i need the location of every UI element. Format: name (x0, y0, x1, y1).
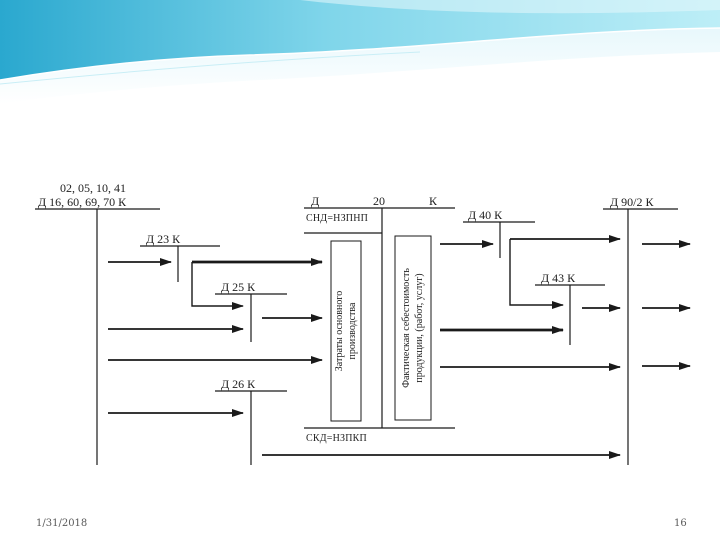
production-costs-line2: производства (347, 302, 358, 360)
footer-page-number: 16 (674, 518, 687, 529)
footer-date: 1/31/2018 (36, 518, 88, 529)
actual-cost-line2: продукции, (работ, услуг) (414, 273, 425, 383)
account-25-label: Д 25 К (221, 280, 256, 294)
account-20-credit: К (429, 194, 438, 208)
account-02-label: Д 16, 60, 69, 70 К (38, 195, 127, 209)
arrow-40-to-43 (509, 239, 564, 309)
actual-cost-box (394, 235, 432, 421)
account-02-numbers: 02, 05, 10, 41 (60, 181, 126, 195)
account-20-number: 20 (373, 194, 385, 208)
arrow-23-to-25 (191, 262, 244, 310)
actual-cost-label: Фактическая себестоимость продукции, (ра… (400, 236, 426, 420)
account-40-label: Д 40 К (468, 208, 503, 222)
account-43-label: Д 43 К (541, 271, 576, 285)
production-costs-line1: Затраты основного (334, 290, 345, 372)
production-costs-box (330, 240, 362, 422)
header-wave-banner (0, 0, 720, 104)
account-23-label: Д 23 К (146, 232, 181, 246)
closing-balance-label: СКД=НЗПКП (306, 433, 367, 444)
opening-balance-label: СНД=НЗПНП (306, 213, 369, 224)
account-90-label: Д 90/2 К (610, 195, 654, 209)
production-costs-label: Затраты основного производства (333, 241, 359, 421)
account-26-label: Д 26 К (221, 377, 256, 391)
actual-cost-line1: Фактическая себестоимость (401, 268, 412, 388)
account-20-debit: Д (311, 194, 320, 208)
